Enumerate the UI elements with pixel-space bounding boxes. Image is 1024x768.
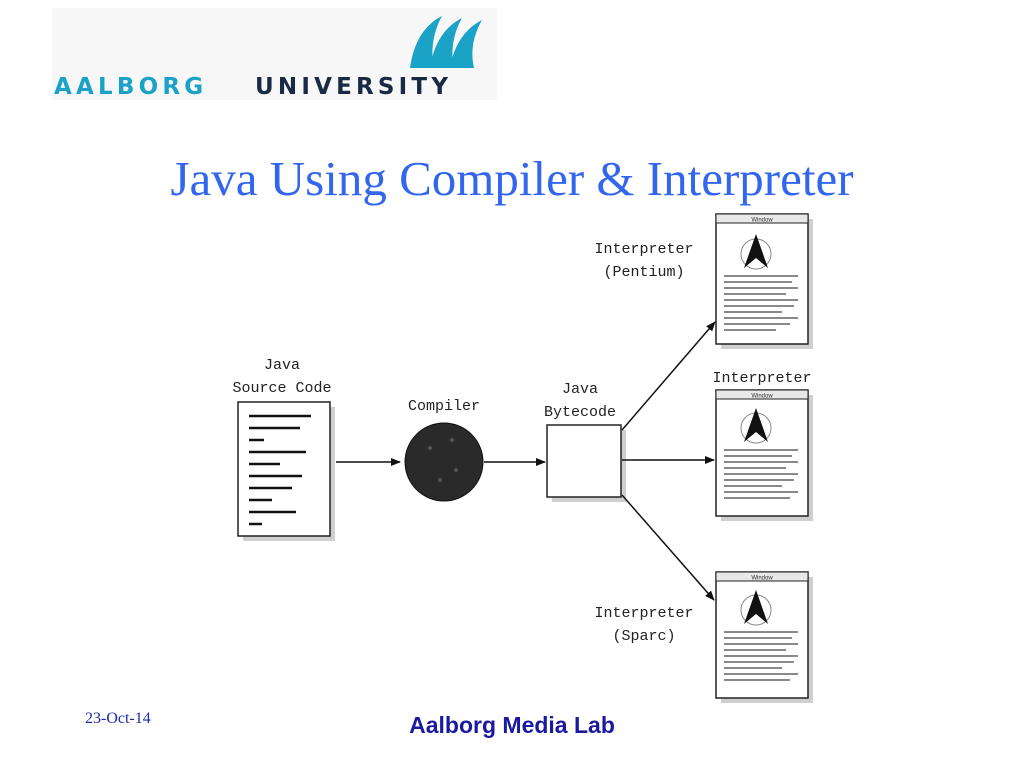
interpreter-middle-label: Interpreter (712, 370, 811, 387)
source-label-line1: Java (264, 357, 300, 374)
java-logo-icon (740, 408, 772, 444)
interpreter-sparc-label-line2: (Sparc) (612, 628, 675, 645)
window-caption: Window (751, 394, 773, 400)
bytecode-label-line1: Java (562, 381, 598, 398)
logo-word-university: UNIVERSITY (255, 74, 453, 100)
interpreter-window-sparc: Window (715, 571, 813, 703)
arrow-bytecode-to-pentium (621, 321, 716, 431)
source-label-line2: Source Code (232, 380, 331, 397)
interpreter-sparc-label-line1: Interpreter (594, 605, 693, 622)
source-code-document (237, 401, 335, 541)
logo-word-aalborg: AALBORG (54, 74, 208, 100)
footer-date: 23-Oct-14 (85, 710, 151, 727)
wave-logo-icon (410, 16, 482, 68)
java-logo-icon (740, 590, 772, 626)
interpreter-pentium-label-line1: Interpreter (594, 241, 693, 258)
window-caption: Window (751, 218, 773, 224)
bytecode-label-line2: Bytecode (544, 404, 616, 421)
compiler-node (404, 422, 484, 502)
arrow-bytecode-to-sparc (621, 494, 715, 601)
java-logo-icon (740, 234, 772, 270)
interpreter-pentium-label-line2: (Pentium) (603, 264, 684, 281)
university-logo: AALBORG UNIVERSITY (52, 8, 497, 100)
compiler-label: Compiler (408, 398, 480, 415)
footer-lab-name: Aalborg Media Lab (409, 712, 615, 738)
window-caption: Window (751, 576, 773, 582)
bytecode-box (546, 424, 626, 502)
interpreter-window-pentium: Window (715, 213, 813, 349)
interpreter-window-middle: Window (715, 389, 813, 521)
slide-title: Java Using Compiler & Interpreter (170, 151, 854, 206)
